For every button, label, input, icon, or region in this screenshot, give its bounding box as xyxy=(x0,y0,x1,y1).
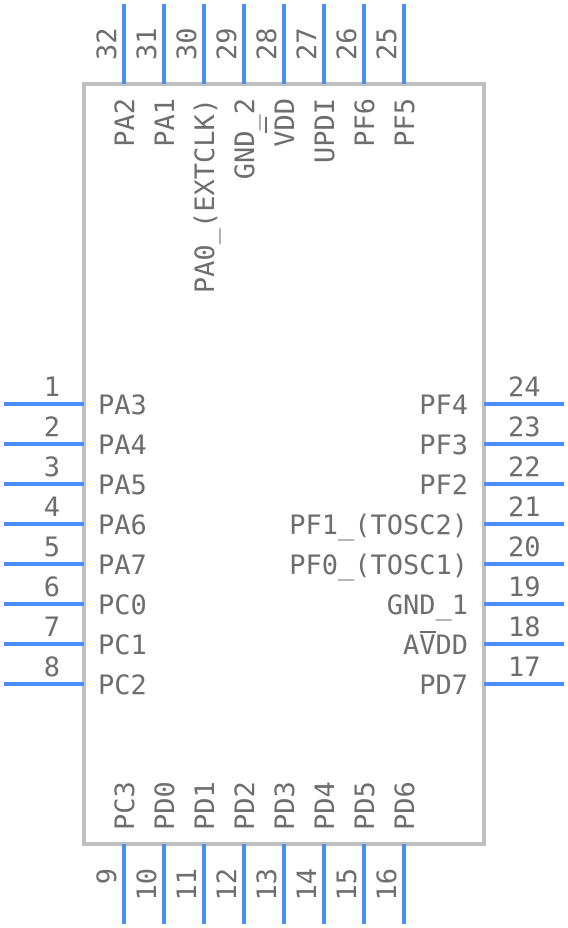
pin-label: GND_1 xyxy=(387,590,468,621)
pin-label: GND_2 xyxy=(230,98,261,179)
pin-label: PD1 xyxy=(190,781,221,830)
pin-label: PA0_(EXTCLK) xyxy=(190,98,221,293)
pin-label: PD7 xyxy=(419,670,468,701)
pin-number: 30 xyxy=(172,27,203,60)
pin-number: 18 xyxy=(508,612,541,643)
right-pins: 17 18 19 20 21 22 23 24 PD7 AVDD GND_1 P… xyxy=(289,372,564,701)
pin-label: PA2 xyxy=(110,98,141,147)
pin-label: PF4 xyxy=(419,390,468,421)
pin-number: 13 xyxy=(252,868,283,901)
pin-number: 6 xyxy=(44,572,60,603)
pin-number: 21 xyxy=(508,492,541,523)
pin-number: 11 xyxy=(172,868,203,901)
pin-label: PC0 xyxy=(98,590,147,621)
pin-label: PA3 xyxy=(98,390,147,421)
pin-label: PF3 xyxy=(419,430,468,461)
pin-number: 32 xyxy=(92,27,123,60)
left-pins: 1 2 3 4 5 6 7 8 PA3 PA4 PA5 PA6 PA7 PC0 … xyxy=(4,372,147,701)
pin-label: UPDI xyxy=(310,98,341,163)
pin-label: PC3 xyxy=(110,781,141,830)
pin-label: PF6 xyxy=(350,98,381,147)
pin-number: 12 xyxy=(212,868,243,901)
pin-label: PD4 xyxy=(310,781,341,830)
pin-number: 3 xyxy=(44,452,60,483)
pin-number: 10 xyxy=(132,868,163,901)
pin-label: PD0 xyxy=(150,781,181,830)
pin-number: 26 xyxy=(332,27,363,60)
pin-number: 5 xyxy=(44,532,60,563)
pin-number: 29 xyxy=(212,27,243,60)
pin-label: PD5 xyxy=(350,781,381,830)
pin-number: 31 xyxy=(132,27,163,60)
pin-number: 14 xyxy=(292,868,323,901)
pin-number: 27 xyxy=(292,27,323,60)
pin-number: 4 xyxy=(44,492,60,523)
pin-number: 7 xyxy=(44,612,60,643)
pin-number: 19 xyxy=(508,572,541,603)
pin-number: 17 xyxy=(508,652,541,683)
pin-label: PF0_(TOSC1) xyxy=(289,550,468,581)
pin-number: 23 xyxy=(508,412,541,443)
pin-label: VDD xyxy=(270,98,301,147)
pin-label: PD3 xyxy=(270,781,301,830)
pin-number: 20 xyxy=(508,532,541,563)
pin-number: 9 xyxy=(92,868,123,884)
pin-label: PA5 xyxy=(98,470,147,501)
pin-number: 15 xyxy=(332,868,363,901)
pin-label: PD2 xyxy=(230,781,261,830)
pin-label: PF2 xyxy=(419,470,468,501)
pin-number: 25 xyxy=(372,27,403,60)
pin-label: PA7 xyxy=(98,550,147,581)
pin-label: PA1 xyxy=(150,98,181,147)
pin-number: 2 xyxy=(44,412,60,443)
pin-label: PC1 xyxy=(98,630,147,661)
pin-number: 16 xyxy=(372,868,403,901)
pin-label: AVDD xyxy=(403,630,468,661)
pin-number: 22 xyxy=(508,452,541,483)
pin-number: 1 xyxy=(44,372,60,403)
pin-label: PC2 xyxy=(98,670,147,701)
pin-label: PA6 xyxy=(98,510,147,541)
top-pins: 32 31 30 29 28 27 26 25 PA2 PA1 PA0_(EXT… xyxy=(92,4,421,293)
bottom-pins: 9 10 11 12 13 14 15 16 PC3 PD0 PD1 PD2 P… xyxy=(92,781,421,924)
pin-label: PA4 xyxy=(98,430,147,461)
pin-label: PF5 xyxy=(390,98,421,147)
pin-number: 28 xyxy=(252,27,283,60)
pin-label: PD6 xyxy=(390,781,421,830)
pin-number: 24 xyxy=(508,372,541,403)
pin-number: 8 xyxy=(44,652,60,683)
chip-body xyxy=(82,82,486,846)
pin-label: PF1_(TOSC2) xyxy=(289,510,468,541)
